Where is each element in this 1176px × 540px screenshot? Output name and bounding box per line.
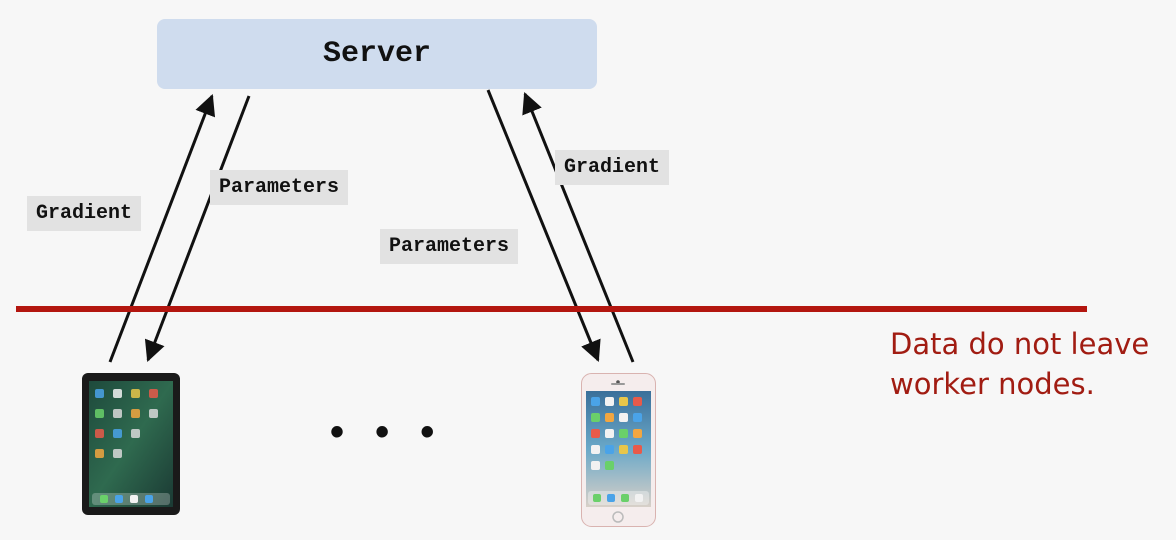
left-gradient-label: Gradient: [27, 196, 142, 231]
right-gradient-label: Gradient: [555, 150, 670, 185]
privacy-note: Data do not leave worker nodes.: [890, 324, 1149, 404]
privacy-note-line1: Data do not leave: [890, 327, 1150, 361]
phone-icon: [581, 373, 656, 527]
server-label: Server: [322, 37, 432, 71]
left-gradient-arrow: [108, 94, 216, 363]
tablet-icon: [82, 373, 180, 515]
left-parameters-label: Parameters: [210, 170, 349, 205]
more-devices-ellipsis: • • •: [330, 410, 445, 454]
server-box: Server: [157, 19, 597, 89]
left-parameters-arrow: [144, 95, 251, 362]
right-parameters-arrow: [486, 89, 601, 362]
right-parameters-label: Parameters: [380, 229, 519, 264]
right-gradient-arrow: [522, 92, 635, 363]
privacy-note-line2: worker nodes.: [890, 367, 1095, 401]
